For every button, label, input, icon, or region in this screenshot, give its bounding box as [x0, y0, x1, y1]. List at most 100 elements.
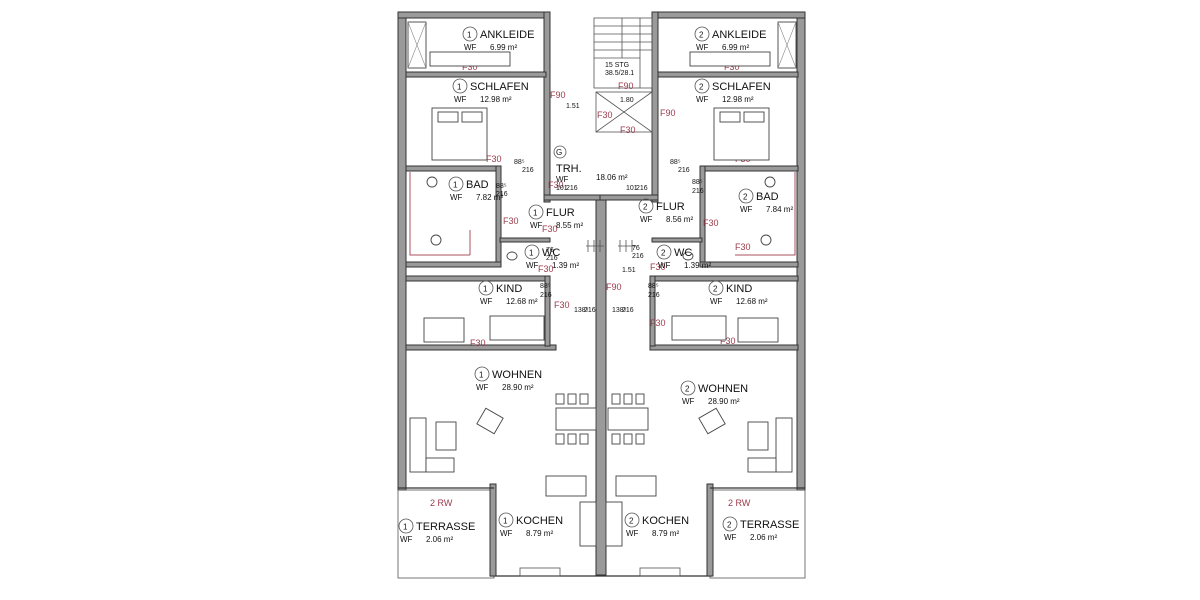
- dim-76: 76: [632, 245, 640, 252]
- fire-label-f30: F30: [542, 224, 558, 234]
- room-number: 2: [699, 31, 704, 40]
- room-wf: WF: [500, 529, 513, 538]
- room-name: TERRASSE: [416, 521, 475, 533]
- door-dimensions: 88⁵ 216 88⁵ 216 101 216 101 216 88⁵ 216 …: [496, 159, 704, 314]
- dim-101: 101: [626, 185, 638, 192]
- room-number-circle: [738, 188, 754, 204]
- dim-88: 88⁵: [496, 183, 507, 190]
- dim-88: 88⁵: [540, 283, 551, 290]
- room-wf: WF: [682, 397, 695, 406]
- fire-label-f30: F30: [548, 180, 564, 190]
- room-wf: WF: [710, 297, 723, 306]
- dim-216: 216: [648, 292, 660, 299]
- unit-1-rw: 2 RW: [430, 498, 453, 508]
- room-number: 1: [403, 523, 408, 532]
- room-number: 1: [479, 371, 484, 380]
- room-wf: WF: [696, 95, 709, 104]
- room-name: BAD: [756, 191, 779, 203]
- room-number-circle: [722, 516, 738, 532]
- room-wf: WF: [400, 535, 413, 544]
- dim-216: 216: [522, 167, 534, 174]
- fire-label-f90: F90: [550, 90, 566, 100]
- room-area: 2.06 m²: [750, 533, 777, 542]
- dim-216: 216: [622, 307, 634, 314]
- room-area: 2.06 m²: [426, 535, 453, 544]
- dim-216: 216: [584, 307, 596, 314]
- room-name: WOHNEN: [698, 383, 748, 395]
- room-area: 28.90 m²: [502, 383, 534, 392]
- stair-step-note: 15 STG: [605, 62, 629, 69]
- fire-label-f30: F30: [650, 262, 666, 272]
- room-name: TERRASSE: [740, 519, 799, 531]
- room-wf: WF: [526, 261, 539, 270]
- dim-216: 216: [566, 185, 578, 192]
- room-area: 1.39 m²: [684, 261, 711, 270]
- room-name: KIND: [726, 283, 752, 295]
- stair-area: 18.06 m²: [596, 173, 628, 182]
- room-wf: WF: [530, 221, 543, 230]
- room-number-circle: [694, 78, 710, 94]
- dim-138: 138⁵: [574, 307, 589, 314]
- room-wf: WF: [464, 43, 477, 52]
- outer-walls: [397, 11, 806, 579]
- dim-138: 138⁵: [612, 307, 627, 314]
- stair-marker: G: [556, 148, 562, 157]
- unit-2-rw: 2 RW: [728, 498, 751, 508]
- room-number: 1: [453, 181, 458, 190]
- room-area: 7.84 m²: [766, 205, 793, 214]
- fire-separation-lines: [409, 172, 796, 256]
- room-number: 2: [699, 83, 704, 92]
- room-number-circle: [524, 244, 540, 260]
- room-number-circle: [528, 204, 544, 220]
- fire-label-f30: F30: [554, 300, 570, 310]
- fire-label-f30: F30: [503, 216, 519, 226]
- room-number-circle: [398, 518, 414, 534]
- room-number: 2: [643, 203, 648, 212]
- fire-label-f30: F30: [724, 62, 740, 72]
- room-name: WC: [674, 247, 692, 259]
- room-number-circle: [680, 380, 696, 396]
- room-area: 6.99 m²: [722, 43, 749, 52]
- stair-name: TRH.: [556, 163, 582, 175]
- room-wf: WF: [454, 95, 467, 104]
- room-number-circle: [448, 176, 464, 192]
- room-wf: WF: [626, 529, 639, 538]
- room-number-circle: [498, 512, 514, 528]
- room-name: WC: [542, 247, 560, 259]
- room-name: FLUR: [656, 201, 685, 213]
- room-name: ANKLEIDE: [712, 29, 766, 41]
- interior-walls: [405, 11, 799, 576]
- shaft-width: 1.80: [620, 97, 634, 104]
- stair-step-dims: 38.5/28.1: [605, 70, 634, 77]
- room-area: 8.79 m²: [652, 529, 679, 538]
- room-area: 8.55 m²: [556, 221, 583, 230]
- room-number: 2: [743, 193, 748, 202]
- fire-label-f30: F30: [486, 154, 502, 164]
- room-number-circle: [452, 78, 468, 94]
- room-number-circle: [656, 244, 672, 260]
- room-number-circle: [478, 280, 494, 296]
- dim-88: 88⁵: [692, 179, 703, 186]
- room-number-circle: [624, 512, 640, 528]
- room-name: ANKLEIDE: [480, 29, 534, 41]
- fire-label-f30: F30: [720, 336, 736, 346]
- room-number-circle: [474, 366, 490, 382]
- dim-88: 88⁵: [648, 283, 659, 290]
- room-name: KOCHEN: [642, 515, 689, 527]
- room-number: 2: [727, 521, 732, 530]
- fire-labels: F30 F30 F90 F90 F90 F30 F30 F30 F30 F30 …: [462, 62, 751, 348]
- room-number: 2: [629, 517, 634, 526]
- fire-label-f90: F90: [618, 81, 634, 91]
- fire-label-f30: F30: [620, 125, 636, 135]
- room-area: 12.98 m²: [722, 95, 754, 104]
- fire-label-f30: F30: [470, 338, 486, 348]
